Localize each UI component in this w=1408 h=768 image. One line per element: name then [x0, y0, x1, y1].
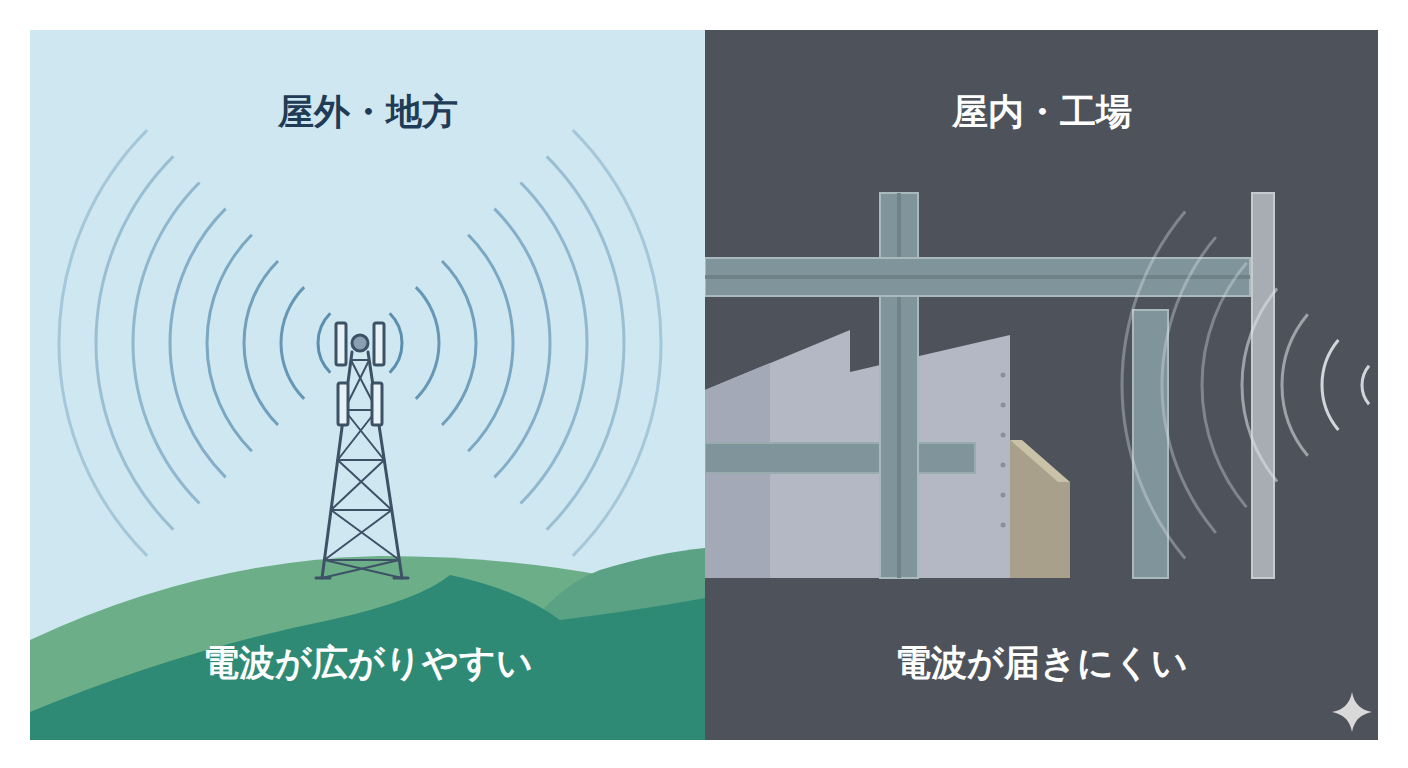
- wave-arc: [390, 313, 402, 372]
- wave-arc: [59, 130, 147, 556]
- wave-arc: [207, 235, 252, 451]
- wave-arc: [1322, 340, 1338, 430]
- wave-arc: [547, 156, 624, 529]
- wave-arc: [573, 130, 661, 556]
- panel: 屋内・工場電波が届きにくい: [705, 30, 1378, 740]
- wave-arc: [442, 261, 476, 425]
- sparkle-icon: [1332, 692, 1372, 732]
- panel-heading: 屋内・工場: [952, 90, 1132, 133]
- cell-tower: [316, 323, 408, 578]
- wave-arc: [1162, 237, 1216, 533]
- wave-arc: [244, 261, 278, 425]
- wave-arc: [170, 209, 226, 478]
- factory: [705, 193, 1369, 578]
- factory-panel: [705, 30, 1378, 740]
- wave-arc: [494, 209, 550, 478]
- wave-arc: [133, 182, 199, 503]
- wave-arc: [318, 313, 330, 372]
- wave-arc: [96, 156, 173, 529]
- wave-arc: [1282, 314, 1308, 455]
- panel: 屋外・地方電波が広がりやすい: [30, 30, 705, 740]
- wave-arc: [416, 287, 439, 399]
- wave-arc: [1202, 263, 1246, 507]
- panel-caption: 電波が広がりやすい: [203, 641, 533, 684]
- radio-waves: [59, 130, 661, 556]
- wave-arc: [521, 182, 587, 503]
- panel-caption: 電波が届きにくい: [895, 641, 1188, 684]
- panel-heading: 屋外・地方: [278, 90, 458, 133]
- hill: [30, 575, 705, 740]
- sky-panel: [30, 30, 705, 740]
- wave-arc: [1122, 211, 1185, 558]
- wave-arc: [1242, 289, 1277, 482]
- radio-waves: [1122, 211, 1369, 558]
- wave-arc: [1362, 366, 1369, 405]
- wave-arc: [468, 235, 513, 451]
- wave-arc: [281, 287, 304, 399]
